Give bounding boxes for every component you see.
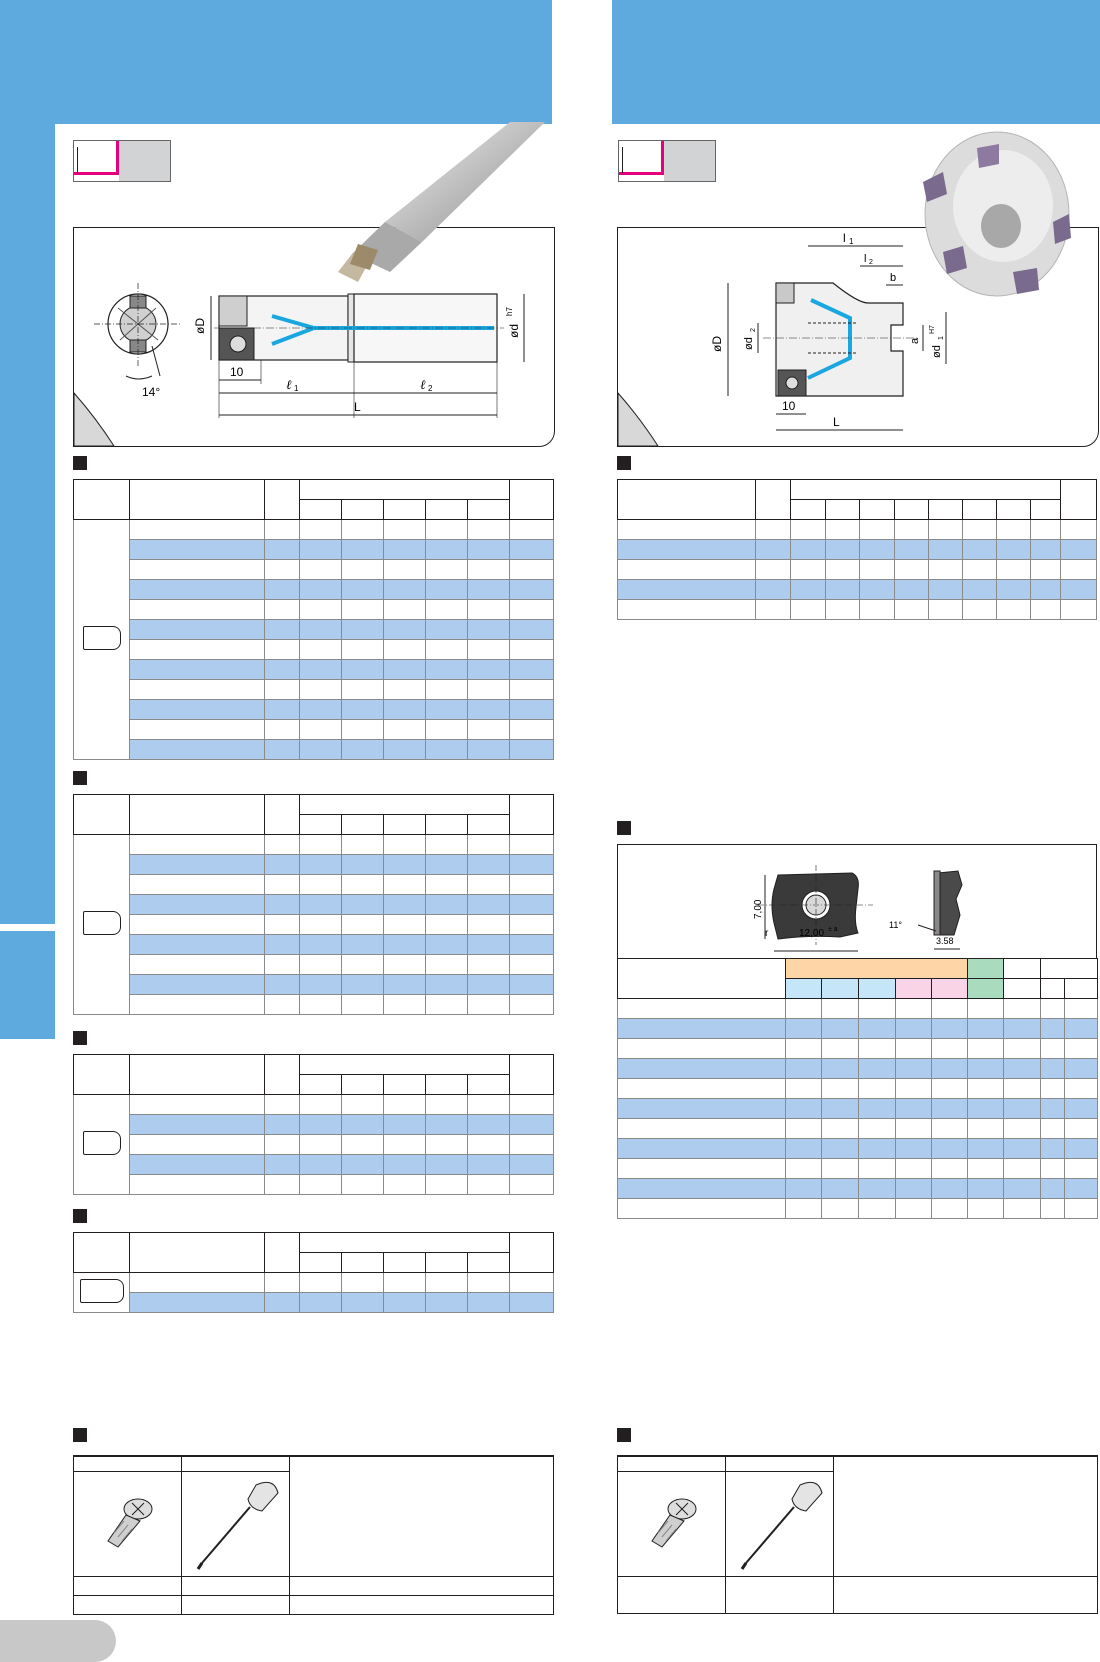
section-marker-4: [73, 1209, 87, 1223]
end-mill-drawing-frame: 14° øD ød h7 10 ℓ 1 ℓ 2 L: [73, 227, 555, 447]
insert-width-tolerance: ± a: [828, 926, 838, 933]
sidebar-tab-lower[interactable]: [0, 931, 55, 1039]
spec-table-1: [73, 479, 555, 760]
section-marker-6: [617, 821, 631, 835]
diameter-d1-tolerance: H7: [929, 325, 936, 334]
face-mill-section-view: [763, 282, 918, 397]
insert-corner-label: r: [765, 928, 769, 939]
end-view-drawing: [94, 283, 182, 380]
spec-table-facemill: [616, 479, 1098, 620]
body-shape-icon: [82, 1131, 121, 1155]
insert-top-view: [758, 865, 873, 945]
section-marker-2: [73, 771, 87, 785]
spec-table-3: [73, 1054, 555, 1195]
screwdriver-icon: [740, 1481, 823, 1570]
diameter-D-label: øD: [710, 336, 724, 352]
cutting-mode-icon-right: [618, 140, 716, 182]
diameter-d1-sub: 1: [938, 336, 945, 340]
spec-table-2: [73, 794, 555, 1015]
dim-10-label: 10: [230, 365, 244, 379]
spec-table-4: [73, 1232, 555, 1313]
diameter-d2-sub: 2: [750, 328, 757, 332]
sidebar-tab-upper[interactable]: [0, 124, 55, 924]
section-marker-1: [73, 456, 87, 470]
section-marker-8: [617, 1428, 631, 1442]
body-shape-icon: [82, 911, 121, 935]
insert-width-label: 12,00: [799, 928, 824, 939]
insert-thickness-label: 3.58: [936, 936, 954, 946]
end-mill-photo: [338, 122, 545, 282]
face-mill-photo: [923, 131, 1071, 297]
dim-L-label: L: [354, 400, 361, 414]
diameter-d-label: ød: [507, 324, 521, 338]
body-shape-icon: [82, 626, 121, 650]
insert-drawing-frame: 7,00 12,00 ± a r 11° 3.58: [617, 844, 1097, 958]
page-number-tab: [0, 1620, 116, 1662]
dim-10-label: 10: [782, 399, 796, 413]
accessories-table-left: [73, 1455, 554, 1615]
dim-b-label: b: [890, 272, 896, 284]
diameter-d-tolerance: h7: [505, 307, 514, 316]
dim-l1-label: ℓ: [286, 377, 292, 392]
section-marker-3: [73, 1031, 87, 1045]
insert-side-view: [933, 870, 963, 936]
section-marker-5: [617, 456, 631, 470]
table-row: [74, 539, 555, 560]
diameter-D-label: øD: [193, 318, 207, 334]
diameter-d2-label: ød: [743, 337, 755, 350]
end-mill-side-view: [214, 293, 504, 363]
screwdriver-icon: [196, 1481, 279, 1570]
angle-label: 14°: [142, 385, 160, 399]
dim-L-label: L: [833, 415, 840, 429]
screw-icon: [650, 1498, 696, 1548]
dim-l2-sub: 2: [428, 384, 433, 393]
dim-l1-sub: 1: [294, 384, 299, 393]
dim-l2-label: l: [864, 253, 866, 265]
dim-a-label: a: [909, 337, 921, 344]
screw-icon: [106, 1498, 152, 1548]
insert-height-label: 7,00: [753, 899, 764, 919]
accessories-table-right: [617, 1455, 1098, 1614]
dim-l2-sub: 2: [869, 259, 873, 266]
insert-grade-table: [617, 958, 1099, 1219]
header-band-right: [612, 0, 1100, 124]
body-shape-cell: [73, 519, 130, 760]
modular-shape-icon: [79, 1279, 124, 1303]
insert-clearance-label: 11°: [889, 920, 902, 930]
cutting-mode-icon-left: [73, 140, 171, 182]
dim-l2-label: ℓ: [420, 377, 426, 392]
section-marker-7: [73, 1428, 87, 1442]
header-band-left: [0, 0, 552, 124]
diameter-d1-label: ød: [931, 345, 943, 358]
dim-l1-sub: 1: [849, 237, 854, 246]
dim-l1-label: l: [843, 231, 846, 245]
